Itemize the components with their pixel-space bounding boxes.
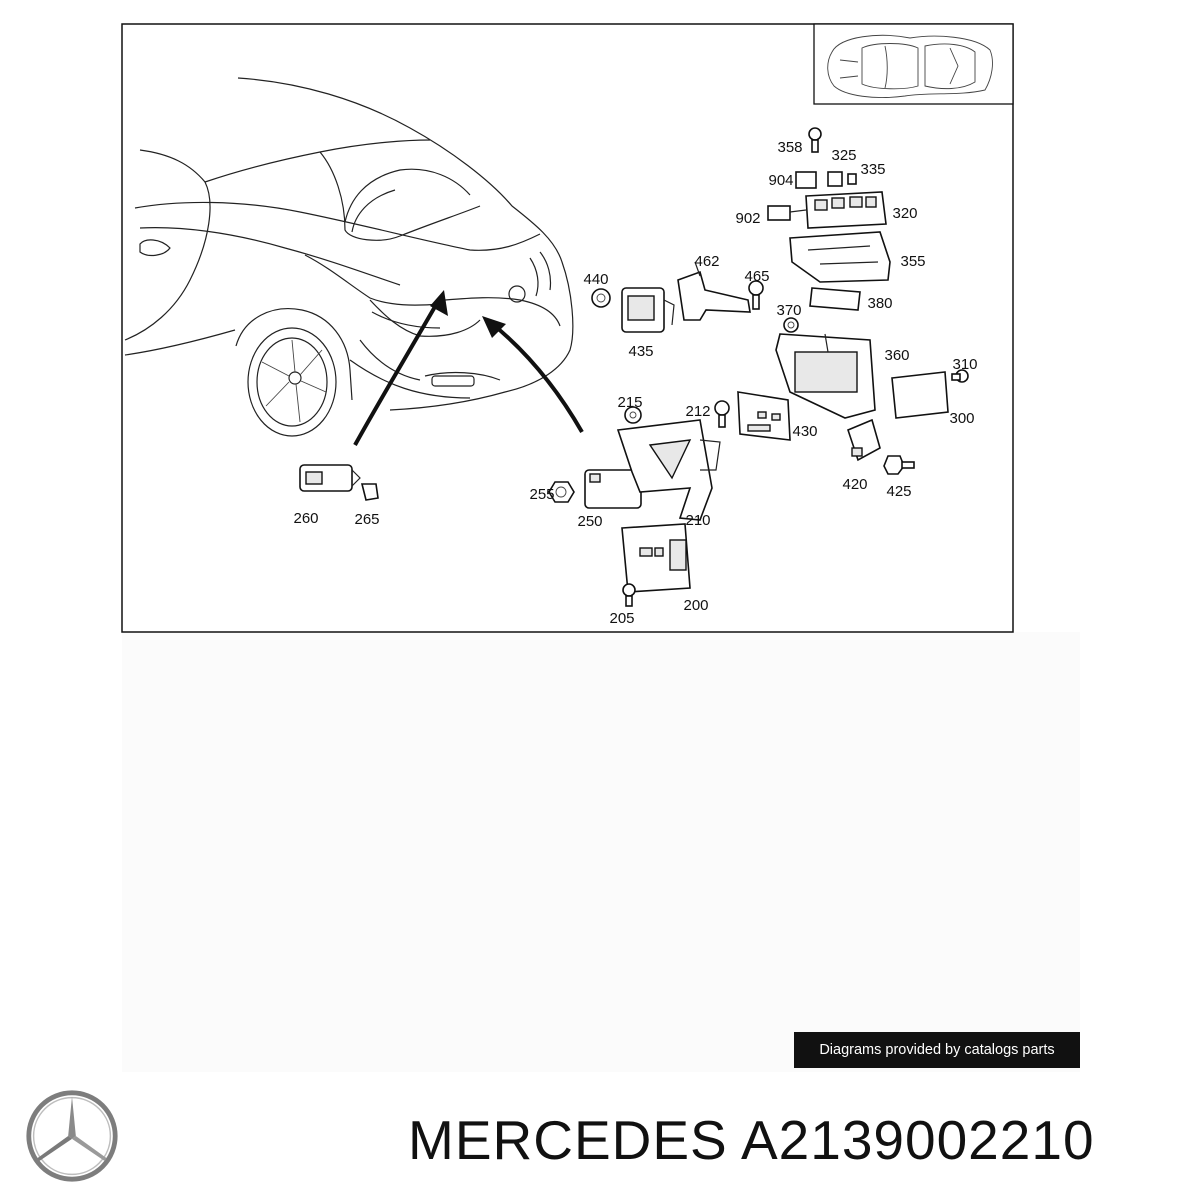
part-335-fuse	[847, 173, 857, 185]
callout-310: 310	[952, 356, 977, 373]
part-430-module	[737, 391, 791, 441]
part-212-bolt	[714, 400, 730, 428]
callout-300: 300	[949, 410, 974, 427]
callout-210: 210	[685, 512, 710, 529]
pointer-arrows	[353, 290, 584, 446]
callout-255: 255	[529, 486, 554, 503]
callout-358: 358	[777, 139, 802, 156]
callout-425: 425	[886, 483, 911, 500]
part-360-fuse-carrier	[775, 333, 876, 419]
credit-banner: Diagrams provided by catalogs parts	[794, 1032, 1080, 1068]
callout-435: 435	[628, 343, 653, 360]
callout-320: 320	[892, 205, 917, 222]
callout-200: 200	[683, 597, 708, 614]
part-462-harness	[677, 261, 751, 321]
callout-380: 380	[867, 295, 892, 312]
part-320-fuse-box	[805, 191, 887, 229]
part-325-relay	[827, 171, 843, 187]
callout-360: 360	[884, 347, 909, 364]
part-355-tray	[789, 231, 891, 283]
callout-420: 420	[842, 476, 867, 493]
credit-label: Diagrams provided by catalogs parts	[819, 1042, 1055, 1058]
part-310-screw	[951, 369, 969, 383]
callout-325: 325	[831, 147, 856, 164]
part-435-module	[621, 287, 675, 333]
part-440-grommet	[591, 288, 611, 308]
part-210-bracket	[616, 419, 721, 521]
callout-212: 212	[685, 403, 710, 420]
part-200-control-unit	[621, 523, 691, 593]
callout-250: 250	[577, 513, 602, 530]
car-outline	[124, 77, 574, 437]
background-panel	[122, 632, 1080, 1072]
callout-355: 355	[900, 253, 925, 270]
part-215-grommet	[624, 406, 642, 424]
part-250-module	[584, 469, 642, 509]
part-425-bolt	[883, 455, 915, 475]
part-380-module	[809, 287, 861, 311]
brand-part-line: MERCEDES A2139002210	[408, 1108, 1095, 1172]
part-902-relay	[767, 205, 807, 221]
mercedes-star-logo	[26, 1090, 118, 1182]
inset-thumbnail	[813, 23, 1014, 105]
part-904-relay	[795, 171, 817, 189]
part-number: A2139002210	[740, 1109, 1095, 1171]
part-370-grommet	[783, 317, 799, 333]
callout-462: 462	[694, 253, 719, 270]
diagram-frame	[121, 23, 1014, 633]
callout-260: 260	[293, 510, 318, 527]
part-300-module	[891, 371, 949, 419]
callout-904: 904	[768, 172, 793, 189]
part-420-module	[847, 418, 881, 462]
callout-265: 265	[354, 511, 379, 528]
callout-215: 215	[617, 394, 642, 411]
part-260-sensor	[299, 464, 361, 492]
part-265-clip	[360, 483, 379, 501]
callout-335: 335	[860, 161, 885, 178]
callout-205: 205	[609, 610, 634, 627]
callout-465: 465	[744, 268, 769, 285]
part-205-screw	[622, 583, 636, 607]
part-255-nut	[548, 481, 575, 503]
callout-440: 440	[583, 271, 608, 288]
callout-430: 430	[792, 423, 817, 440]
part-358-screw	[808, 127, 822, 153]
callout-370: 370	[776, 302, 801, 319]
callout-902: 902	[735, 210, 760, 227]
brand-name: MERCEDES	[408, 1109, 728, 1171]
part-465-bolt	[748, 280, 764, 310]
